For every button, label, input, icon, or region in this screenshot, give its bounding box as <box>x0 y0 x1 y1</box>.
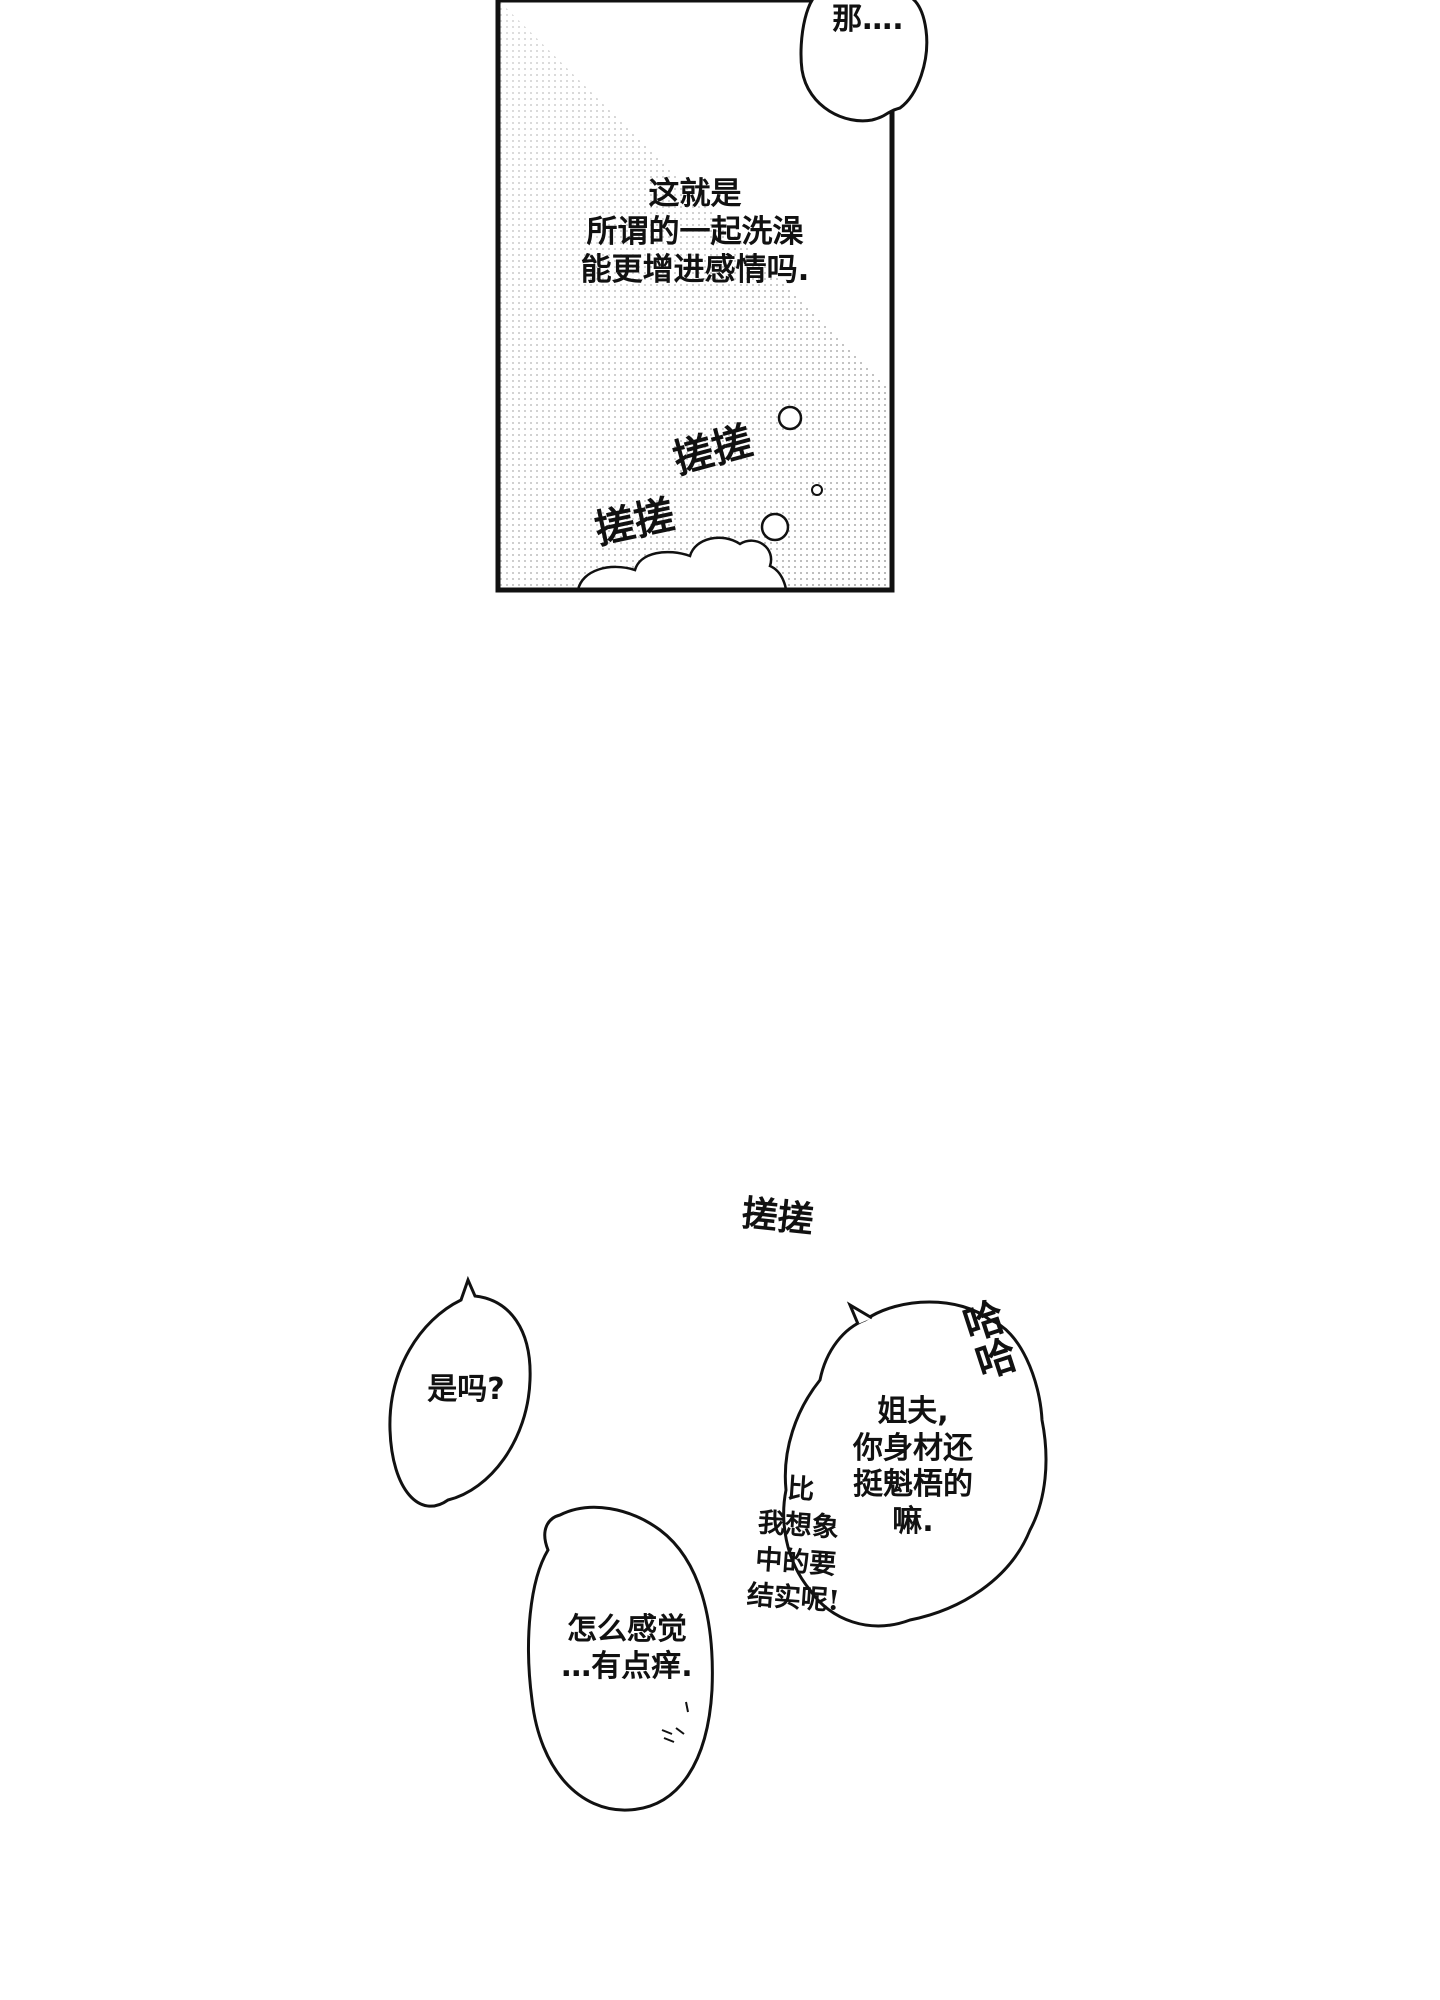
foam-bubble <box>811 484 823 496</box>
top-bubble-text: 那…. <box>832 2 904 37</box>
bubble-left-bottom-line-1: 怎么感觉 <box>567 1612 687 1647</box>
speech-bubble-left-bottom <box>527 1505 714 1812</box>
speech-bubble-right <box>782 1300 1048 1628</box>
bubble-left-bottom-line-2: …有点痒. <box>561 1648 693 1684</box>
narration-line-3: 能更增进感情吗. <box>580 251 810 288</box>
bubble-left-top-text: 是吗? <box>427 1372 505 1407</box>
narration-line-1: 这就是 <box>648 176 742 212</box>
sfx-scrub-middle: 搓搓 <box>739 1192 816 1242</box>
narration-box: 这就是 所谓的一起洗澡 能更增进感情吗. <box>540 176 850 289</box>
bubble-right-text: 姐夫, 你身材还 挺魁梧的 嘛. <box>818 1394 1008 1540</box>
doodle-marks <box>661 1701 689 1743</box>
foam-bubble <box>760 512 790 542</box>
bubble-tail-right <box>846 1301 873 1325</box>
bubble-right-line-2: 你身材还 <box>853 1430 973 1466</box>
aside-handwritten: 比 我想象 中的要 结实呢! <box>723 1467 871 1622</box>
panel-border <box>495 0 895 593</box>
foam-cloud <box>576 536 788 590</box>
speech-bubble-top <box>799 0 929 123</box>
bubble-right-line-3: 挺魁梧的 <box>853 1467 973 1503</box>
speech-bubble-left-top <box>388 1275 532 1508</box>
narration-line-2: 所谓的一起洗澡 <box>586 213 804 250</box>
foam-bubble <box>777 405 803 431</box>
bubble-left-bottom-text: 怎么感觉 …有点痒. <box>536 1612 718 1685</box>
bubble-right-line-4: 嘛. <box>892 1503 934 1539</box>
bubble-right-line-1: 姐夫, <box>877 1394 949 1429</box>
